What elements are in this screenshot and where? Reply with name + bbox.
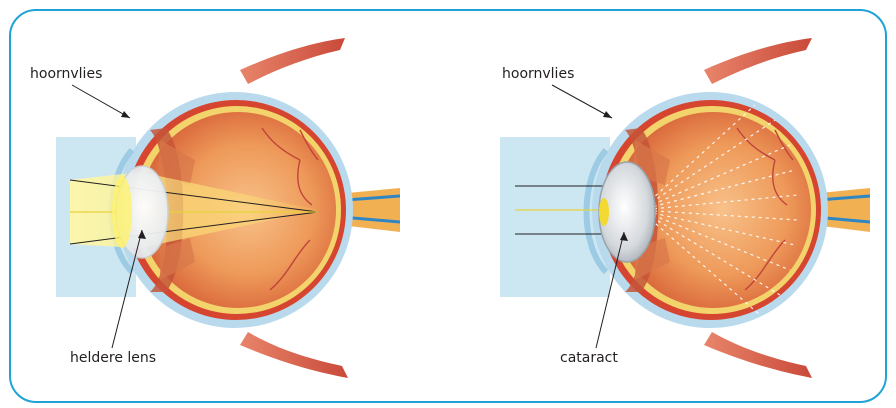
upper-eye-muscle: [704, 38, 812, 84]
left-cornea-label: hoornvlies: [30, 66, 102, 82]
lower-eye-muscle: [704, 332, 812, 378]
right-eye-illustration: [500, 38, 870, 378]
left-cornea-pointer: [72, 85, 130, 118]
right-lens-label: cataract: [560, 350, 618, 366]
left-lens-label: heldere lens: [70, 350, 156, 366]
left-eye-illustration: [56, 38, 400, 378]
right-cornea-label: hoornvlies: [502, 66, 574, 82]
right-cornea-pointer: [552, 85, 612, 118]
upper-eye-muscle: [240, 38, 345, 84]
lower-eye-muscle: [240, 332, 348, 378]
